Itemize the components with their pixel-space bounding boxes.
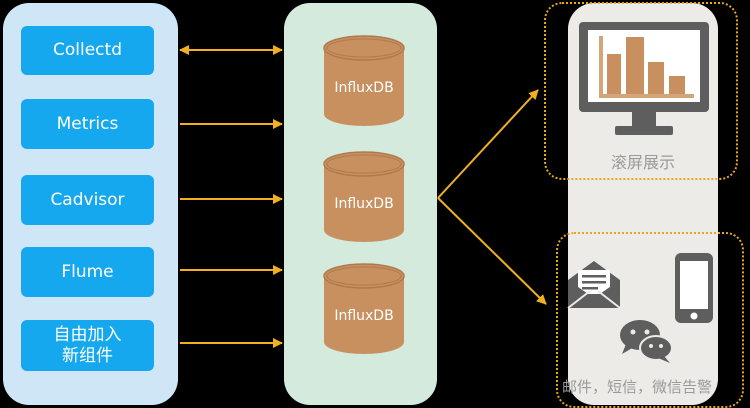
wechat-icon: [620, 320, 673, 363]
source-label: Collectd: [53, 40, 122, 60]
database-icon: [323, 263, 405, 354]
influxdb-cylinder-1: InfluxDB: [322, 34, 406, 128]
display-label: 滚屏展示: [610, 153, 675, 172]
source-new-component-button[interactable]: 自由加入 新组件: [21, 320, 154, 371]
source-label: Metrics: [56, 113, 119, 134]
source-flume-button[interactable]: Flume: [21, 247, 154, 297]
database-label: InfluxDB: [334, 196, 394, 212]
influxdb-cylinder-3: InfluxDB: [322, 262, 406, 356]
database-label: InfluxDB: [334, 80, 394, 96]
database-icon: [323, 151, 405, 242]
source-cadvisor-button[interactable]: Cadvisor: [21, 175, 154, 225]
database-icon: [323, 35, 405, 126]
source-label: Flume: [61, 261, 114, 282]
alert-group-border: [556, 232, 744, 408]
source-label: Cadvisor: [50, 189, 125, 210]
source-metrics-button[interactable]: Metrics: [21, 99, 154, 149]
database-label: InfluxDB: [334, 308, 394, 324]
arrow-db-alert: [437, 197, 547, 305]
alert-label: 邮件，短信，微信告警: [562, 378, 713, 396]
display-group-border: [544, 2, 738, 180]
smartphone-icon: [675, 253, 713, 323]
monitor-bar-chart-icon: [579, 22, 709, 135]
source-label: 自由加入 新组件: [53, 324, 122, 366]
source-collectd-button[interactable]: Collectd: [21, 26, 154, 75]
envelope-icon: [567, 261, 621, 309]
influxdb-cylinder-2: InfluxDB: [322, 150, 406, 244]
arrow-db-display: [437, 89, 539, 199]
